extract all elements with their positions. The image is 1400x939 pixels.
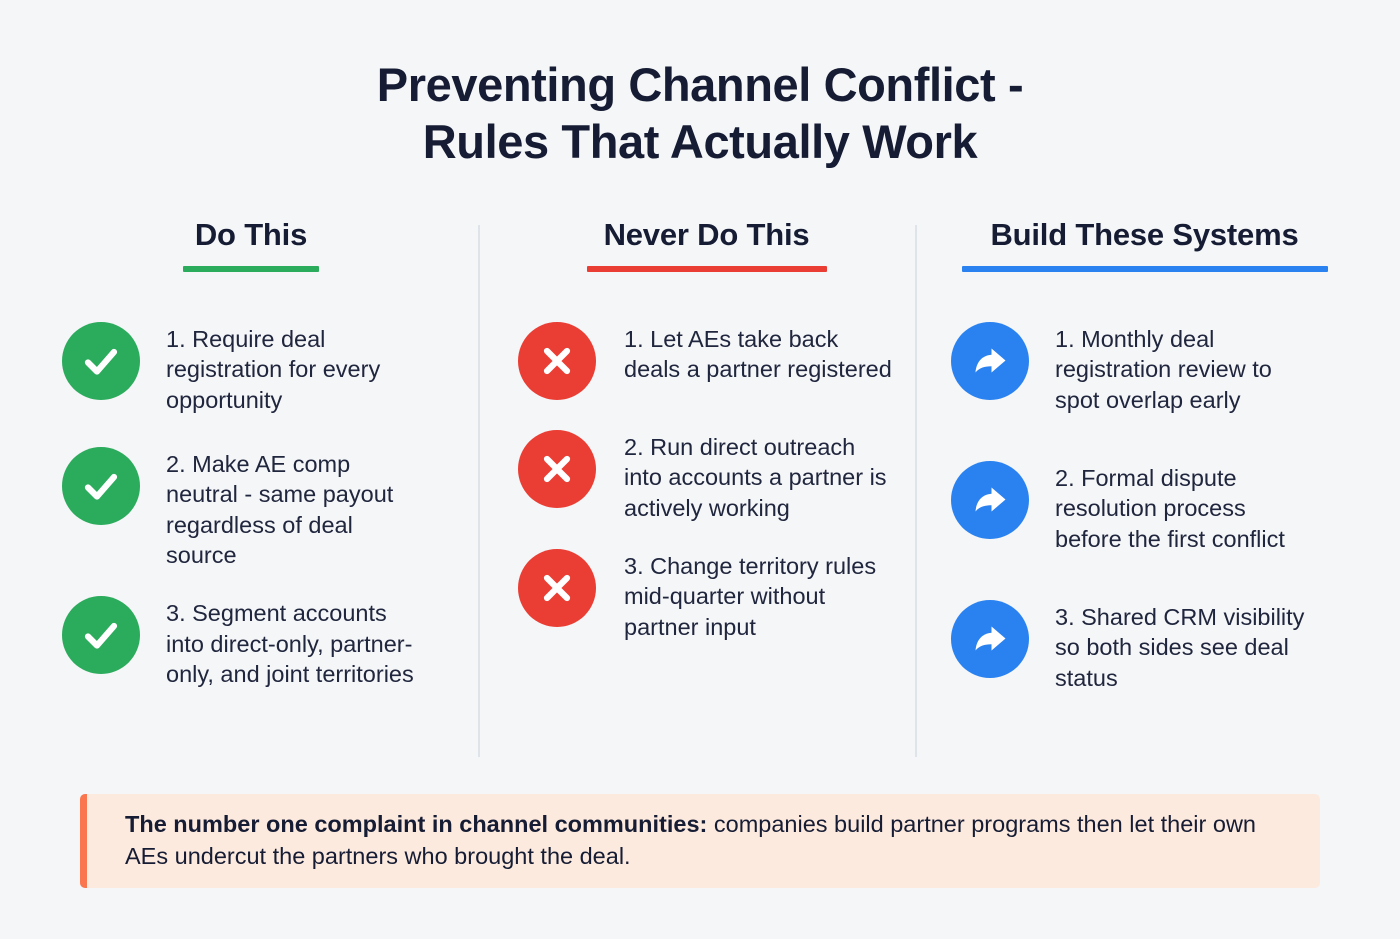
list-item: 1. Monthly deal registration review to s… xyxy=(951,318,1338,415)
column-accent-rule xyxy=(183,266,319,273)
list-item-text: 3. Change territory rules mid-quarter wi… xyxy=(624,553,877,640)
callout-box: The number one complaint in channel comm… xyxy=(80,794,1320,888)
list-item-text: 1. Monthly deal registration review to s… xyxy=(1055,326,1272,413)
list-item-text: 3. Shared CRM visibility so both sides s… xyxy=(1055,603,1305,691)
column-divider-2 xyxy=(915,225,917,757)
list-item: 1. Let AEs take back deals a partner reg… xyxy=(518,318,895,401)
list-item-text: 2. Formal dispute resolution process bef… xyxy=(1055,465,1285,552)
column-heading-label: Never Do This xyxy=(603,217,810,252)
list-item: 3. Segment accounts into direct-only, pa… xyxy=(62,592,456,689)
list-item: 3. Change territory rules mid-quarter wi… xyxy=(518,545,895,642)
title-line-1: Preventing Channel Conflict - xyxy=(376,58,1024,111)
item-list-do-this: 1. Require deal registration for every o… xyxy=(62,318,456,689)
column-build-these-systems: Build These Systems 1. Monthly deal regi… xyxy=(917,217,1338,693)
list-item-text: 2. Make AE comp neutral - same payout re… xyxy=(166,451,394,568)
column-heading-label: Build These Systems xyxy=(990,217,1299,252)
column-never-do-this: Never Do This 1. Let AEs take back deals… xyxy=(480,217,917,642)
callout-accent-bar xyxy=(80,794,87,888)
column-do-this: Do This 1. Require deal registration for… xyxy=(62,217,480,689)
list-item: 3. Shared CRM visibility so both sides s… xyxy=(951,596,1338,693)
cross-icon xyxy=(518,549,596,628)
list-item-text: 1. Require deal registration for every o… xyxy=(166,326,381,413)
callout-text: The number one complaint in channel comm… xyxy=(87,809,1320,873)
cross-icon xyxy=(518,430,596,509)
cross-icon xyxy=(518,322,596,401)
column-header-never-do-this: Never Do This xyxy=(518,217,895,273)
forward-arrow-icon xyxy=(951,322,1029,401)
check-icon xyxy=(62,596,140,675)
title-line-2: Rules That Actually Work xyxy=(422,115,978,169)
list-item-text: 2. Run direct outreach into accounts a p… xyxy=(624,434,887,521)
item-list-never-do-this: 1. Let AEs take back deals a partner reg… xyxy=(518,318,895,642)
column-accent-rule xyxy=(586,266,827,273)
column-header-build-these-systems: Build These Systems xyxy=(951,217,1338,273)
column-accent-rule xyxy=(961,266,1328,273)
column-divider-1 xyxy=(478,225,480,757)
list-item: 2. Formal dispute resolution process bef… xyxy=(951,457,1338,554)
list-item: 2. Run direct outreach into accounts a p… xyxy=(518,426,895,523)
forward-arrow-icon xyxy=(951,599,1029,678)
column-header-do-this: Do This xyxy=(62,217,456,273)
callout-rest-text: companies build partner programs then le… xyxy=(125,811,1256,869)
callout-lead-text: The number one complaint in channel comm… xyxy=(125,811,708,838)
page-title: Preventing Channel Conflict - Rules That… xyxy=(0,56,1400,171)
forward-arrow-icon xyxy=(951,461,1029,540)
list-item-text: 1. Let AEs take back deals a partner reg… xyxy=(624,326,892,383)
item-list-build-these-systems: 1. Monthly deal registration review to s… xyxy=(951,318,1338,693)
list-item: 1. Require deal registration for every o… xyxy=(62,318,456,415)
check-icon xyxy=(62,447,140,526)
columns-container: Do This 1. Require deal registration for… xyxy=(62,217,1338,693)
list-item: 2. Make AE comp neutral - same payout re… xyxy=(62,443,456,570)
column-heading-label: Do This xyxy=(194,217,308,252)
list-item-text: 3. Segment accounts into direct-only, pa… xyxy=(166,600,414,687)
check-icon xyxy=(62,322,140,401)
